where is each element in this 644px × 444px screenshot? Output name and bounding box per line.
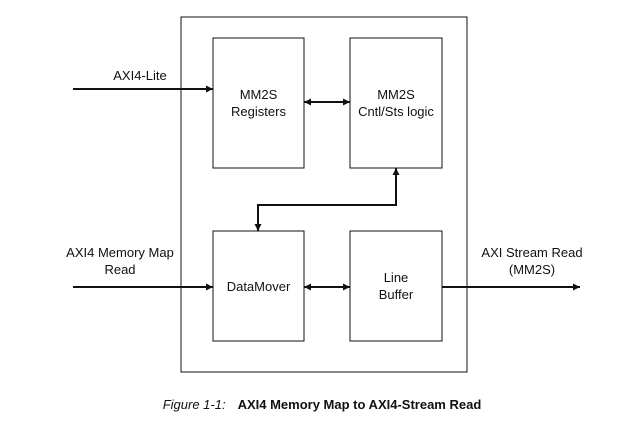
figure-caption: Figure 1-1: AXI4 Memory Map to AXI4-Strea… [0, 397, 644, 412]
figure-number: Figure 1-1: [162, 397, 226, 412]
datamover-label: DataMover [213, 231, 304, 341]
axi4-mm-read-label-line2: Read [104, 262, 136, 277]
axi-stream-label-line1: AXI Stream Read [481, 245, 583, 260]
cntl-datamover-arrow [254, 168, 400, 231]
axi4-mm-read-label-line1: AXI4 Memory Map [66, 245, 174, 260]
mm2s-registers-line2: Registers [231, 104, 286, 119]
axi4-lite-label: AXI4-Lite [113, 68, 167, 83]
line-buffer-line2: Buffer [378, 287, 414, 302]
line-buffer-line1: Line [383, 270, 409, 285]
datamover-line1: DataMover [226, 278, 291, 294]
mm2s-registers-label: MM2S Registers [213, 38, 304, 168]
line-buffer-label: Line Buffer [350, 231, 442, 341]
mm2s-cntl-line1: MM2S [377, 87, 415, 102]
figure-title: AXI4 Memory Map to AXI4-Stream Read [237, 397, 482, 412]
outer-container [180, 16, 468, 373]
axi-stream-label-line2: (MM2S) [508, 262, 556, 277]
mm2s-registers-line1: MM2S [239, 87, 278, 102]
mm2s-cntl-line2: Cntl/Sts logic [358, 104, 434, 119]
mm2s-cntl-label: MM2S Cntl/Sts logic [350, 38, 442, 168]
